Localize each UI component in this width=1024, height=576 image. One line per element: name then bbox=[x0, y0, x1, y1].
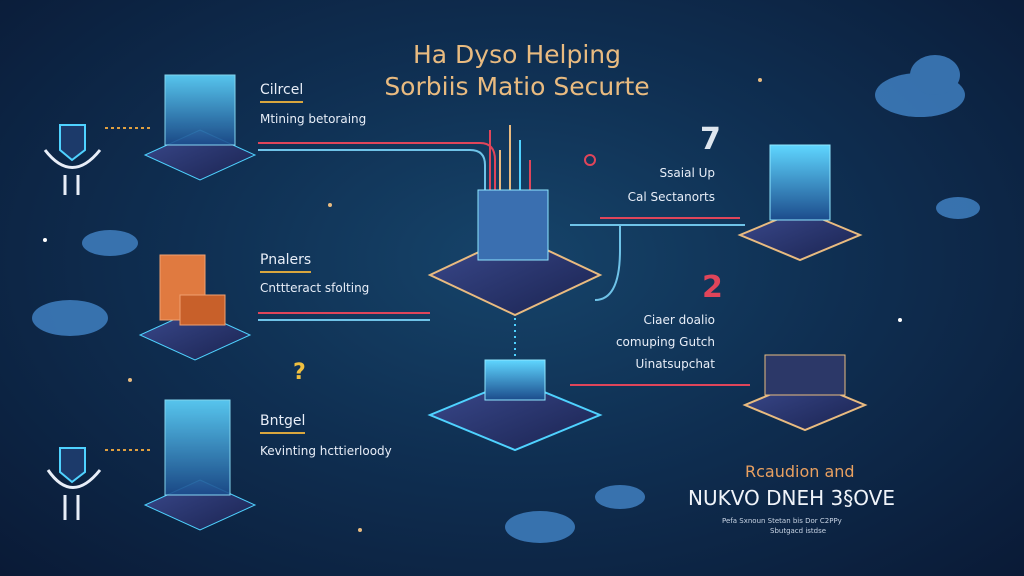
connection-lines bbox=[105, 127, 750, 451]
footer-line-1: Rcaudion and bbox=[745, 462, 855, 481]
number-7: 7 bbox=[700, 122, 721, 157]
question-mark: ? bbox=[293, 360, 306, 385]
left-2-heading: Pnalers bbox=[260, 252, 312, 273]
clouds bbox=[32, 55, 980, 543]
right-2-line-2: comuping Gutch bbox=[615, 335, 715, 349]
title-line-1: Ha Dyso Helping bbox=[412, 40, 622, 69]
left-2-text: Cnttteract sfolting bbox=[260, 281, 370, 295]
footer-line-2: NUKVO DNEH 3§OVE bbox=[688, 486, 895, 510]
stars bbox=[43, 78, 902, 532]
footer-small-2: Sbutgacd istdse bbox=[770, 527, 827, 535]
right-1-line-1: Ssaial Up bbox=[659, 166, 715, 180]
side-icons bbox=[43, 124, 102, 520]
right-2-line-1: Ciaer doalio bbox=[643, 313, 715, 327]
left-3-heading: Bntgel bbox=[260, 413, 306, 434]
footer-small-1: Pefa Sxnoun Stetan bis Dor C2PPy bbox=[722, 517, 842, 525]
number-2: 2 bbox=[702, 270, 723, 305]
server-cubes bbox=[159, 74, 846, 496]
title-line-2: Sorbiis Matio Securte bbox=[384, 72, 650, 101]
right-1-line-2: Cal Sectanorts bbox=[627, 190, 715, 204]
platforms bbox=[138, 129, 868, 531]
left-1-text: Mtining betoraing bbox=[260, 112, 367, 126]
left-1-heading: Cilrcel bbox=[260, 82, 304, 103]
right-2-line-3: Uinatsupchat bbox=[635, 357, 715, 371]
left-3-text: Kevinting hcttierloody bbox=[260, 444, 392, 458]
